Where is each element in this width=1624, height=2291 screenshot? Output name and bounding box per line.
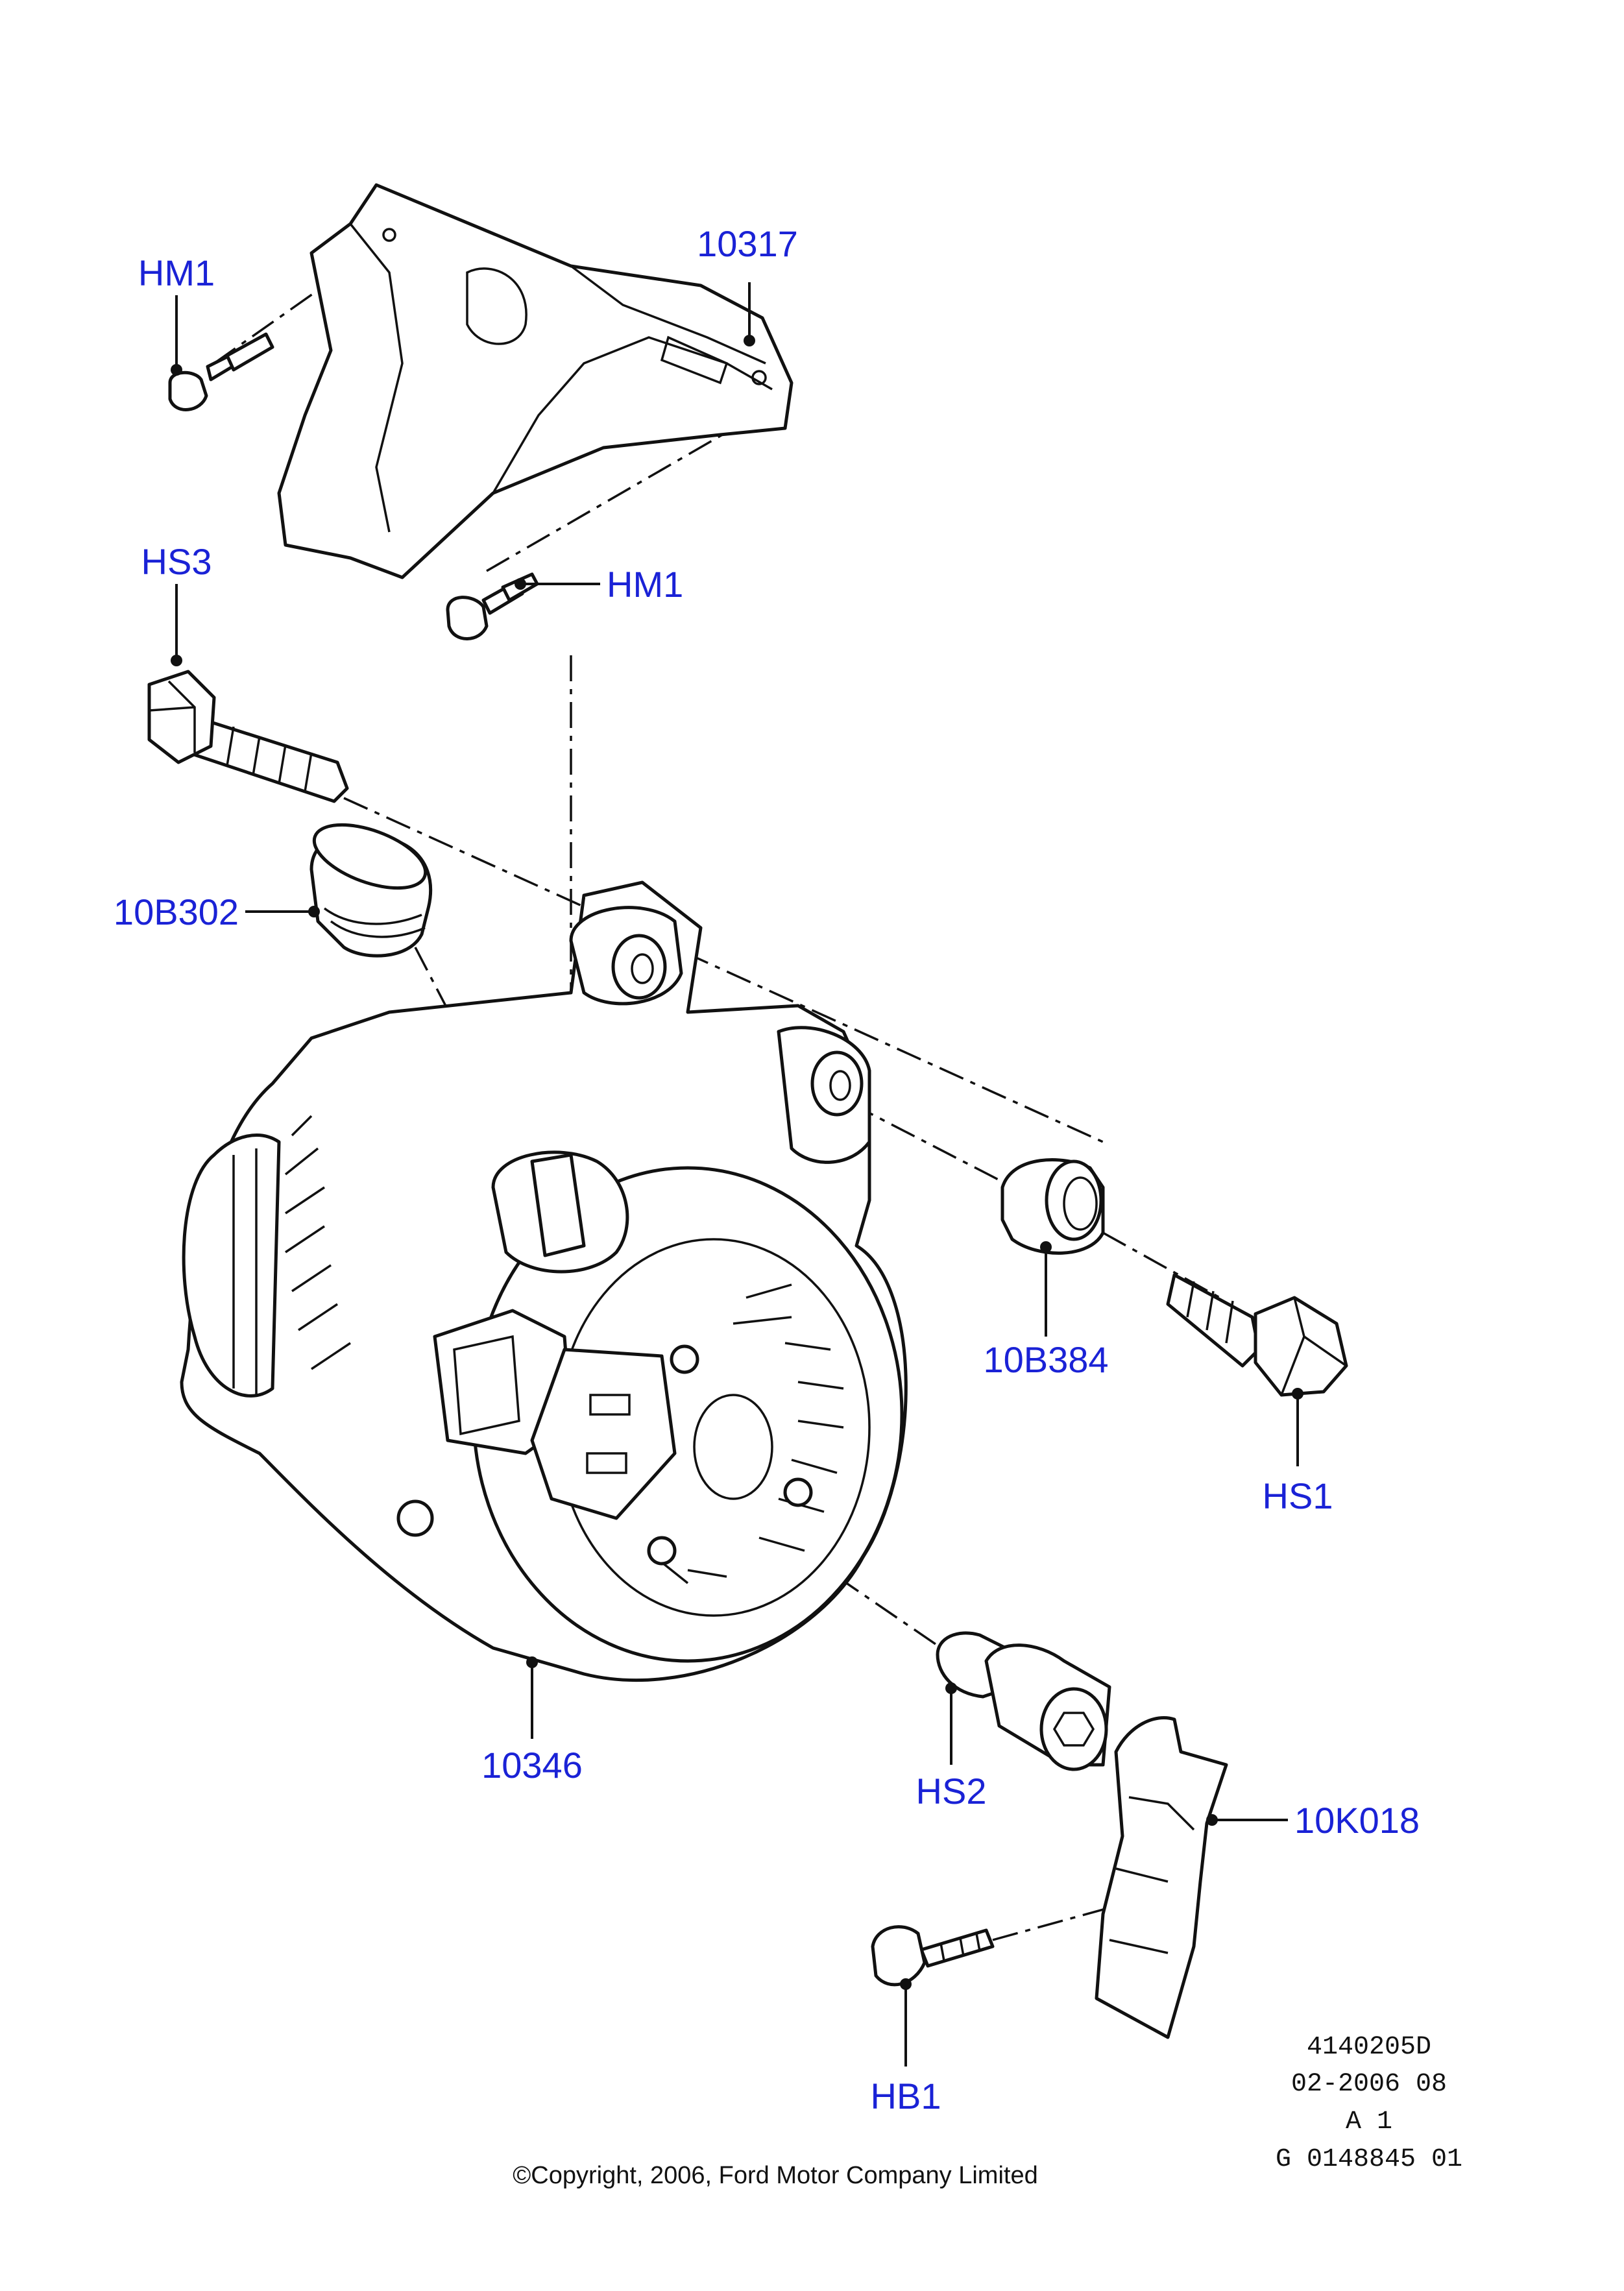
alternator-10346 <box>180 880 908 1682</box>
label-hs1: HS1 <box>1263 1475 1333 1516</box>
screw-hm1-mid <box>446 572 539 640</box>
bolt-hs3 <box>147 670 349 803</box>
copyright-notice: ©Copyright, 2006, Ford Motor Company Lim… <box>513 2162 1037 2189</box>
drawing-metadata: 4140205D 02-2006 08 A 1 G 0148845 01 <box>1276 2033 1462 2174</box>
label-10b302: 10B302 <box>114 891 239 932</box>
label-hs2: HS2 <box>916 1771 987 1812</box>
bushing-10b384 <box>1000 1158 1105 1255</box>
label-hm1-mid: HM1 <box>607 564 683 605</box>
meta-revision: A 1 <box>1346 2107 1392 2137</box>
label-hm1-top: HM1 <box>138 252 215 293</box>
bolt-hs2 <box>936 1631 1111 1771</box>
leader-lines <box>171 282 1303 2067</box>
meta-reference: G 0148845 01 <box>1276 2145 1462 2174</box>
screw-hm1-top <box>168 332 274 411</box>
label-hs3: HS3 <box>141 541 212 582</box>
label-10346: 10346 <box>481 1745 583 1786</box>
shield-10k018 <box>1095 1715 1228 2039</box>
label-10317: 10317 <box>697 223 798 264</box>
label-10k018: 10K018 <box>1294 1800 1420 1841</box>
part-labels: HM1 10317 HM1 HS3 10B302 10B384 HS1 1034… <box>114 223 1420 2116</box>
bolt-hs1 <box>1166 1273 1348 1397</box>
bolt-hb1 <box>871 1925 995 1987</box>
label-hb1: HB1 <box>871 2076 941 2116</box>
mounting-bracket-10317 <box>277 183 794 579</box>
cap-10b302 <box>309 823 433 958</box>
meta-drawing-number: 4140205D <box>1307 2033 1431 2062</box>
label-10b384: 10B384 <box>983 1339 1108 1380</box>
meta-date: 02-2006 08 <box>1291 2070 1447 2099</box>
